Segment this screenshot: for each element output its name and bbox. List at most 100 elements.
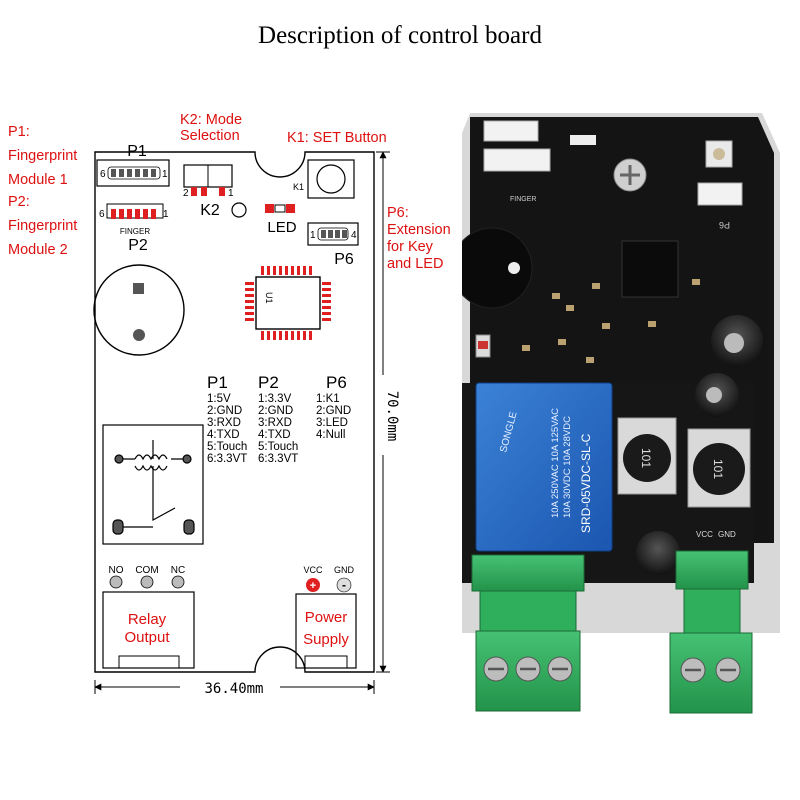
photo-relay-terminal: [471, 554, 585, 712]
pinout-p1-pin: 6:3.3VT: [207, 453, 248, 465]
pinout-p2-pin: 4:TXD: [258, 429, 291, 441]
pinout-p1-pin: 3:RXD: [207, 417, 241, 429]
p1-pin-6-label: 6: [100, 169, 106, 180]
pinout-p2-pin: 5:Touch: [258, 441, 299, 453]
photo-vcc-silk: VCC: [696, 530, 713, 539]
k2-callout-line-1: K2: Mode: [180, 112, 243, 128]
u1-chip: U1: [245, 266, 331, 340]
photo-relay-rating-2: 10A 30VDC 10A 28VDC: [562, 416, 573, 518]
p6-callout: P6: Extension for Key and LED: [387, 205, 451, 273]
k1-callout: K1: SET Button: [287, 130, 387, 146]
p1-connector: [96, 159, 170, 187]
p2-callout-line-1: P2:: [8, 194, 30, 210]
led-pad-left: [265, 204, 274, 213]
minus-sign: -: [342, 578, 346, 592]
pinout-p6: P6 1:K1 2:GND 3:LED 4:Null: [316, 373, 351, 441]
terminal-vcc-label: VCC: [303, 565, 323, 575]
p6-pin-4-label: 4: [351, 230, 357, 241]
pinout-p1-pin: 1:5V: [207, 393, 231, 405]
k2-pin-2-label: 2: [183, 188, 189, 199]
photo-relay-model: SRD-05VDC-SL-C: [579, 433, 593, 533]
photo-inductor-2-label: 101: [711, 459, 725, 479]
p2-photo-connector: [483, 148, 551, 172]
photo-gnd-silk: GND: [718, 530, 736, 539]
p1-callout-line-3: Module 1: [8, 172, 68, 188]
pinout-p1-pin: 5:Touch: [207, 441, 248, 453]
pinout-p1-pin: 4:TXD: [207, 429, 240, 441]
relay-output-label-2: Output: [124, 629, 170, 646]
relay-footprint: [102, 424, 204, 545]
pinout-p2-pin: 6:3.3VT: [258, 453, 299, 465]
p2-callout: P2: Fingerprint Module 2: [8, 190, 77, 262]
pinout-p6-pin: 1:K1: [316, 393, 340, 405]
power-supply-label-1: Power: [305, 609, 348, 626]
pinout-p1-pin: 2:GND: [207, 405, 243, 417]
pinout-p2-header: P2: [258, 373, 279, 392]
buzzer-outline: [93, 264, 185, 356]
relay-output-label-1: Relay: [128, 611, 167, 628]
photo-k1-button: [705, 140, 733, 168]
pinout-p2: P2 1:3.3V 2:GND 3:RXD 4:TXD 5:Touch 6:3.…: [258, 373, 298, 465]
p1-connector-pins: [111, 169, 156, 177]
u1-label: U1: [264, 292, 274, 304]
pinout-p2-pin: 3:RXD: [258, 417, 292, 429]
p6-callout-line-4: and LED: [387, 256, 444, 272]
mounting-hole-small: [231, 202, 247, 218]
p2-pin-6-label: 6: [99, 209, 105, 220]
p6-callout-line-1: P6:: [387, 205, 409, 221]
terminal-no-label: NO: [109, 565, 124, 576]
k2-pin-1-label: 1: [228, 188, 234, 199]
photo-relay: SONGLE 10A 250VAC 10A 125VAC 10A 30VDC 1…: [475, 382, 613, 552]
k2-callout: K2: Mode Selection: [180, 112, 242, 144]
photo-inductor-1-label: 101: [639, 448, 653, 468]
photo-inductor-2: [693, 443, 745, 495]
pinout-p6-header: P6: [326, 373, 347, 392]
p6-board-label: P6: [334, 251, 354, 268]
photo-power-terminal: [669, 550, 753, 714]
led-board-label: LED: [267, 219, 296, 236]
led-pad-right: [286, 204, 295, 213]
plus-terminal-icon: [306, 578, 320, 592]
photo-p6-silk: P6: [719, 220, 730, 230]
k2-callout-line-2: Selection: [180, 128, 240, 144]
photo-relay-rating-1: 10A 250VAC 10A 125VAC: [550, 408, 561, 518]
pinout-p1: P1 1:5V 2:GND 3:RXD 4:TXD 5:Touch 6:3.3V…: [207, 373, 247, 465]
pinout-p6-pin: 2:GND: [316, 405, 352, 417]
k2-board-label: K2: [200, 202, 220, 219]
p6-pin-1-label: 1: [310, 230, 316, 241]
terminal-nc-label: NC: [171, 565, 185, 576]
photo-mcu: [621, 240, 679, 298]
pinout-p2-pin: 2:GND: [258, 405, 294, 417]
k1-button: [307, 159, 355, 199]
p6-connector: [307, 222, 359, 246]
p1-callout-line-2: Fingerprint: [8, 148, 78, 164]
pinout-p1-header: P1: [207, 373, 228, 392]
page-title: Description of control board: [258, 22, 542, 49]
minus-terminal-icon: [336, 577, 352, 593]
terminal-gnd-label: GND: [334, 565, 355, 575]
p1-board-label: P1: [127, 143, 147, 160]
board-outline: [94, 151, 375, 673]
width-dimension-label: 36.40mm: [204, 681, 263, 697]
photo-inductor-1: [623, 434, 671, 482]
p1-callout: P1: Fingerprint Module 1: [8, 120, 77, 192]
photo-finger-silk: FINGER: [510, 196, 536, 203]
board-diagram: 70.0mm 36.40mm P1 6 1 6 1 FINGER P2 2 1 …: [93, 143, 400, 697]
k1-board-label: K1: [293, 182, 304, 192]
p6-callout-line-3: for Key: [387, 239, 433, 255]
plus-sign: +: [310, 580, 316, 592]
p2-connector-pads: [111, 209, 156, 219]
p2-callout-line-2: Fingerprint: [8, 218, 78, 234]
p1-photo-connector: [483, 120, 539, 142]
board-photo: FINGER P6 SONGLE 10A 250VAC 10A 125VAC 1…: [462, 113, 780, 753]
terminal-com-label: COM: [135, 565, 158, 576]
p6-photo-connector: [697, 182, 743, 206]
p2-board-label: P2: [128, 237, 148, 254]
p2-pin-1-label: 1: [163, 209, 169, 220]
pinout-p6-pin: 3:LED: [316, 417, 348, 429]
p1-callout-line-1: P1:: [8, 124, 30, 140]
p6-callout-line-2: Extension: [387, 222, 451, 238]
power-supply-label-2: Supply: [303, 631, 349, 648]
pinout-p2-pin: 1:3.3V: [258, 393, 292, 405]
height-dimension-label: 70.0mm: [384, 391, 400, 442]
